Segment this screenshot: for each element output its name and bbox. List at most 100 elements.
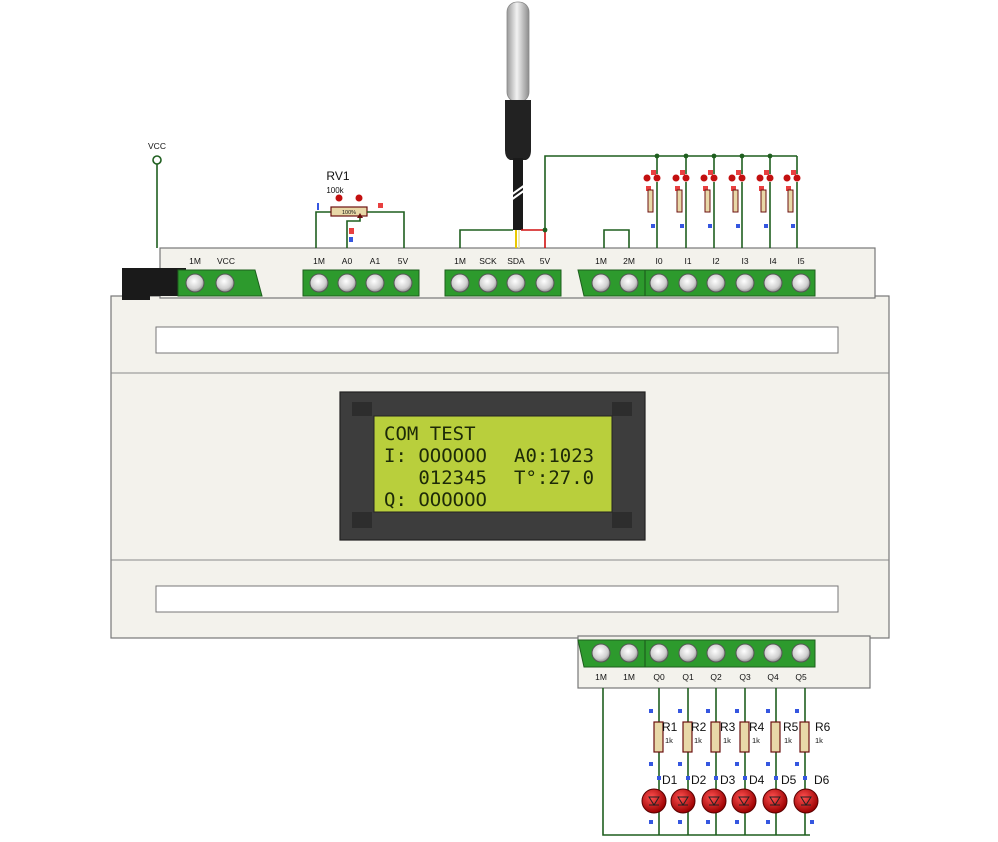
resistor-value: 1k (752, 736, 760, 745)
output-q3: R4 1k D4 (731, 688, 765, 835)
terminal-label: I3 (741, 256, 748, 266)
output-q5: R6 1k D6 (793, 688, 831, 835)
pot-knob-icon[interactable] (355, 194, 363, 202)
vcc-terminal-icon (152, 155, 162, 165)
screw[interactable] (649, 273, 669, 293)
lcd-line-3-left: 012345 (384, 467, 487, 489)
switch-i0[interactable] (643, 153, 661, 248)
lcd-line-4: Q: OOOOOO (384, 489, 487, 511)
screw[interactable] (619, 273, 639, 293)
resistor-value: 1k (694, 736, 702, 745)
screw[interactable] (678, 643, 698, 663)
vcc-supply: VCC (148, 141, 166, 248)
lcd-screen (373, 415, 613, 513)
screw[interactable] (706, 273, 726, 293)
rv1-name: RV1 (326, 169, 349, 183)
vcc-label: VCC (148, 141, 166, 151)
rv1-value: 100k (326, 186, 344, 195)
output-q4: R5 1k D5 (762, 688, 799, 835)
resistor-name: R5 (783, 720, 799, 734)
screw[interactable] (619, 643, 639, 663)
power-terminal: 1M VCC (177, 256, 263, 297)
i2c-terminal: 1M SCK SDA 5V (444, 256, 562, 297)
led-icon (670, 788, 696, 814)
terminal-label: I0 (655, 256, 662, 266)
screw[interactable] (506, 273, 526, 293)
lcd-line-3-right: T°:27.0 (514, 467, 594, 489)
screw[interactable] (337, 273, 357, 293)
led-name: D1 (662, 773, 678, 787)
led-icon (762, 788, 788, 814)
terminal-label: Q5 (795, 672, 807, 682)
led-icon (731, 788, 757, 814)
screw[interactable] (185, 273, 205, 293)
led-icon (641, 788, 667, 814)
screw[interactable] (735, 643, 755, 663)
terminal-label: Q1 (682, 672, 694, 682)
terminal-label: A1 (370, 256, 381, 266)
screw[interactable] (791, 643, 811, 663)
pot-knob-icon[interactable] (335, 194, 343, 202)
plc-body (110, 247, 890, 689)
terminal-label: VCC (217, 256, 235, 266)
screw[interactable] (215, 273, 235, 293)
screw[interactable] (591, 643, 611, 663)
resistor-value: 1k (665, 736, 673, 745)
power-jack (122, 268, 186, 300)
switch-i4[interactable] (756, 153, 774, 248)
screw[interactable] (535, 273, 555, 293)
terminal-label: I2 (712, 256, 719, 266)
terminal-label: I4 (769, 256, 776, 266)
resistor-name: R6 (815, 720, 831, 734)
resistor-name: R1 (662, 720, 678, 734)
screw[interactable] (393, 273, 413, 293)
terminal-label: 2M (623, 256, 635, 266)
switch-i3[interactable] (728, 153, 746, 248)
lcd-display: COM TEST I: OOOOOO A0:1023 012345 T°:27.… (339, 391, 646, 541)
terminal-label: I1 (684, 256, 691, 266)
terminal-label: Q2 (710, 672, 722, 682)
led-name: D3 (720, 773, 736, 787)
terminal-label: Q0 (653, 672, 665, 682)
terminal-label: 5V (398, 256, 409, 266)
screw[interactable] (763, 643, 783, 663)
screw[interactable] (706, 643, 726, 663)
input-switches (542, 153, 801, 248)
screw[interactable] (309, 273, 329, 293)
potentiometer-rv1[interactable]: RV1 100k 100% (315, 169, 405, 248)
screw[interactable] (678, 273, 698, 293)
lcd-line-1: COM TEST (384, 423, 476, 445)
led-name: D4 (749, 773, 765, 787)
analog-terminal: 1M A0 A1 5V (302, 256, 420, 297)
screw[interactable] (450, 273, 470, 293)
resistor-body (682, 721, 693, 753)
screw[interactable] (649, 643, 669, 663)
switch-i5[interactable] (783, 156, 801, 248)
pot-wiper-value: 100% (342, 210, 356, 216)
screw[interactable] (763, 273, 783, 293)
terminal-label: 1M (189, 256, 201, 266)
terminal-label: SDA (507, 256, 525, 266)
lcd-line-2-right: A0:1023 (514, 445, 594, 467)
terminal-label: I5 (797, 256, 804, 266)
output-q2: R3 1k D3 (701, 688, 736, 835)
output-terminal: 1M 1M Q0 Q1 Q2 Q3 Q4 Q5 (577, 639, 816, 682)
switch-i1[interactable] (672, 153, 690, 248)
terminal-label: 1M (454, 256, 466, 266)
terminal-label: 5V (540, 256, 551, 266)
probe-tip (506, 1, 530, 103)
screw[interactable] (478, 273, 498, 293)
ground-wire (602, 688, 810, 836)
switch-i2[interactable] (700, 153, 718, 248)
resistor-name: R3 (720, 720, 736, 734)
screw[interactable] (365, 273, 385, 293)
screw[interactable] (791, 273, 811, 293)
screw[interactable] (735, 273, 755, 293)
resistor-body (739, 721, 750, 753)
resistor-value: 1k (815, 736, 823, 745)
screw[interactable] (591, 273, 611, 293)
lcd-line-2-left: I: OOOOOO (384, 445, 487, 467)
terminal-label: Q4 (767, 672, 779, 682)
led-name: D5 (781, 773, 797, 787)
